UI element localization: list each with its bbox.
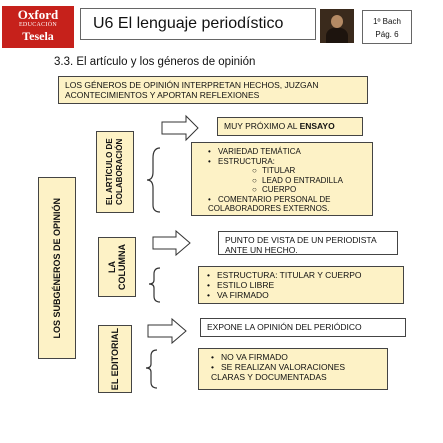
author-portrait-image — [320, 9, 354, 43]
list-subitem: TITULAR — [208, 166, 366, 176]
logo-line-1: Oxford — [17, 7, 59, 22]
editorial-label-box: EL EDITORIAL — [98, 325, 132, 393]
articulo-note-text: MUY PRÓXIMO AL — [224, 121, 300, 131]
logo-line-3: Tesela — [22, 29, 54, 43]
portrait-face — [331, 15, 343, 28]
unit-title: U6 El lenguaje periodístico — [80, 8, 316, 40]
portrait-coat — [326, 28, 348, 43]
course-label: 1º Bach — [373, 17, 401, 26]
list-item: VARIEDAD TEMÁTICA — [208, 147, 366, 157]
page-number: Pág. 6 — [375, 30, 399, 39]
columna-label-box: LA COLUMNA — [98, 237, 136, 297]
intro-box: LOS GÉNEROS DE OPINIÓN INTERPRETAN HECHO… — [58, 76, 368, 104]
list-item: SE REALIZAN VALORACIONES CLARAS Y DOCUME… — [211, 362, 381, 382]
logo-line-2: EDUCACIÓN — [18, 22, 58, 28]
articulo-note-box: MUY PRÓXIMO AL ENSAYO — [217, 117, 363, 136]
editorial-note-box: EXPONE LA OPINIÓN DEL PERIÓDICO — [200, 318, 406, 337]
brace-editorial — [145, 349, 158, 389]
list-subitem: LEAD O ENTRADILLA — [208, 176, 366, 186]
arrow-articulo — [161, 114, 199, 142]
articulo-bullet-list: VARIEDAD TEMÁTICA ESTRUCTURA: TITULAR LE… — [208, 147, 366, 214]
articulo-detail-box: VARIEDAD TEMÁTICA ESTRUCTURA: TITULAR LE… — [191, 142, 373, 216]
editorial-detail-box: NO VA FIRMADO SE REALIZAN VALORACIONES C… — [198, 348, 388, 390]
editorial-bullet-list: NO VA FIRMADO SE REALIZAN VALORACIONES C… — [211, 352, 381, 382]
brace-columna — [148, 267, 161, 303]
list-item: COMENTARIO PERSONAL DE COLABORADORES EXT… — [208, 195, 366, 214]
columna-note-box: PUNTO DE VISTA DE UN PERIODISTA ANTE UN … — [218, 231, 398, 255]
oxford-tesela-logo: Oxford EDUCACIÓN Tesela — [2, 6, 74, 48]
list-item: ESTILO LIBRE — [207, 280, 397, 290]
arrow-columna — [152, 229, 191, 257]
list-item: ESTRUCTURA: TITULAR Y CUERPO — [207, 270, 397, 280]
list-item: NO VA FIRMADO — [211, 352, 381, 362]
articulo-label-box: EL ARTÍCULO DE COLABORACIÓN — [96, 131, 134, 213]
list-item: VA FIRMADO — [207, 290, 397, 300]
brace-articulo — [146, 147, 161, 213]
course-page-box: 1º Bach Pág. 6 — [362, 10, 412, 44]
list-subitem: CUERPO — [208, 185, 366, 195]
columna-detail-box: ESTRUCTURA: TITULAR Y CUERPO ESTILO LIBR… — [198, 266, 404, 304]
articulo-note-bold: ENSAYO — [299, 121, 335, 131]
list-item: ESTRUCTURA: — [208, 157, 366, 167]
columna-bullet-list: ESTRUCTURA: TITULAR Y CUERPO ESTILO LIBR… — [207, 270, 397, 300]
section-title: 3.3. El artículo y los géneros de opinió… — [54, 56, 256, 68]
main-label-box: LOS SUBGÉNEROS DE OPINIÓN — [38, 177, 76, 359]
arrow-editorial — [147, 317, 187, 345]
